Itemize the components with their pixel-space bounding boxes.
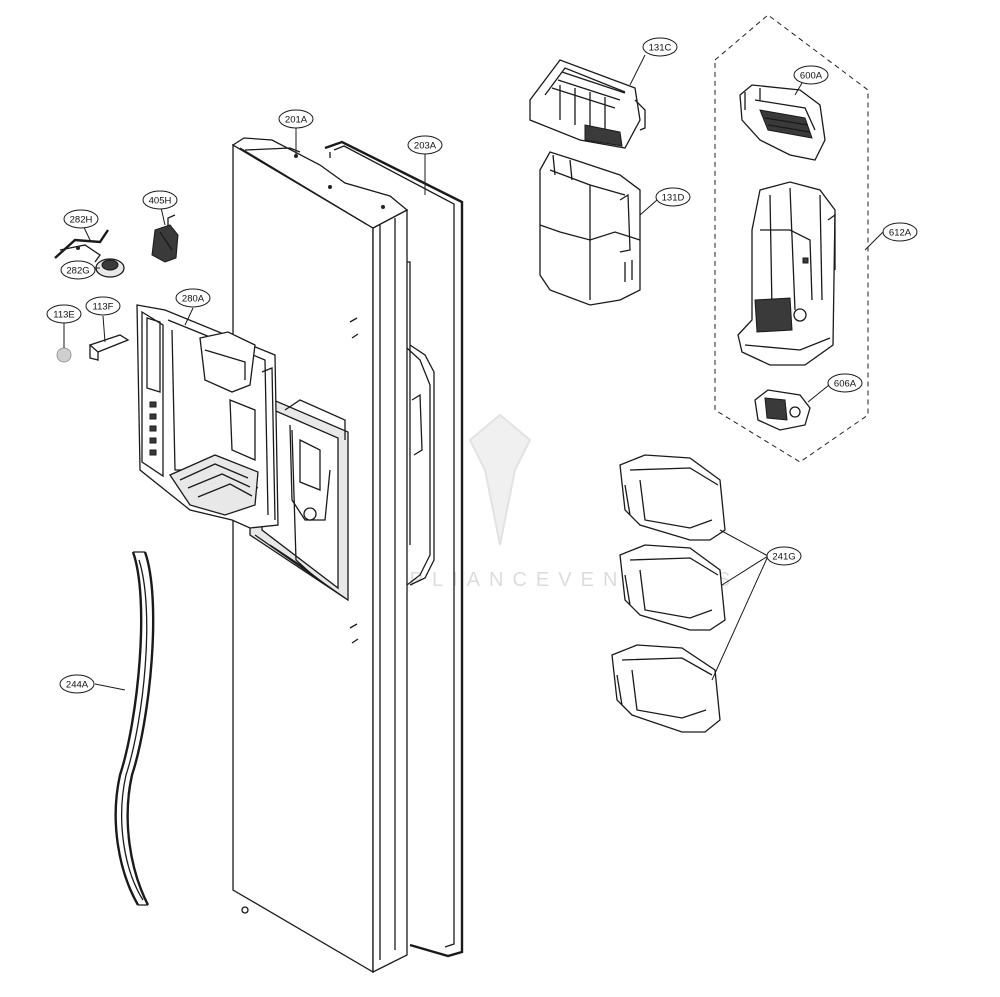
- mounting-clip: [88, 334, 130, 361]
- svg-text:203A: 203A: [414, 141, 437, 152]
- actuator-cap: [95, 258, 125, 278]
- handle-trim: [114, 551, 155, 906]
- svg-text:280A: 280A: [182, 294, 205, 305]
- switch-bracket: [151, 214, 179, 263]
- callout-203A: 203A: [407, 135, 443, 155]
- callout-405H: 405H: [142, 190, 178, 210]
- ice-bin-cover: [529, 59, 646, 149]
- svg-text:244A: 244A: [66, 680, 89, 691]
- ice-maker: [739, 84, 826, 161]
- callout-282H: 282H: [63, 209, 99, 229]
- svg-text:282H: 282H: [70, 215, 93, 226]
- door-bin: [619, 544, 726, 631]
- callout-131D: 131D: [655, 187, 691, 207]
- callout-131C: 131C: [642, 37, 678, 57]
- svg-text:201A: 201A: [285, 115, 308, 126]
- svg-text:600A: 600A: [800, 71, 823, 82]
- svg-text:241G: 241G: [772, 552, 795, 563]
- svg-text:113F: 113F: [93, 302, 114, 313]
- svg-text:113E: 113E: [53, 310, 74, 321]
- svg-text:282G: 282G: [66, 266, 89, 277]
- svg-text:612A: 612A: [889, 228, 912, 239]
- callout-606A: 606A: [827, 373, 863, 393]
- dispenser-assembly: [136, 304, 279, 529]
- actuator-lever: [54, 229, 109, 263]
- callout-113E: 113E: [46, 304, 82, 324]
- ice-bin: [539, 151, 641, 306]
- callout-241G: 241G: [766, 546, 802, 566]
- callout-244A: 244A: [59, 674, 95, 694]
- callout-612A: 612A: [882, 222, 918, 242]
- rubber-stopper: [56, 347, 72, 363]
- svg-text:606A: 606A: [834, 379, 857, 390]
- callout-113F: 113F: [85, 296, 121, 316]
- door-bin: [619, 454, 726, 541]
- svg-text:405H: 405H: [149, 196, 172, 207]
- callout-201A: 201A: [278, 109, 314, 129]
- dispenser-recess: [249, 389, 349, 602]
- callout-280A: 280A: [175, 288, 211, 308]
- svg-text:131C: 131C: [649, 43, 672, 54]
- mechanism-motor: [754, 389, 811, 431]
- callout-600A: 600A: [793, 65, 829, 85]
- ice-maker-bracket: [737, 181, 836, 366]
- callout-282G: 282G: [60, 260, 96, 280]
- door-bin: [611, 644, 721, 733]
- svg-text:131D: 131D: [662, 193, 685, 204]
